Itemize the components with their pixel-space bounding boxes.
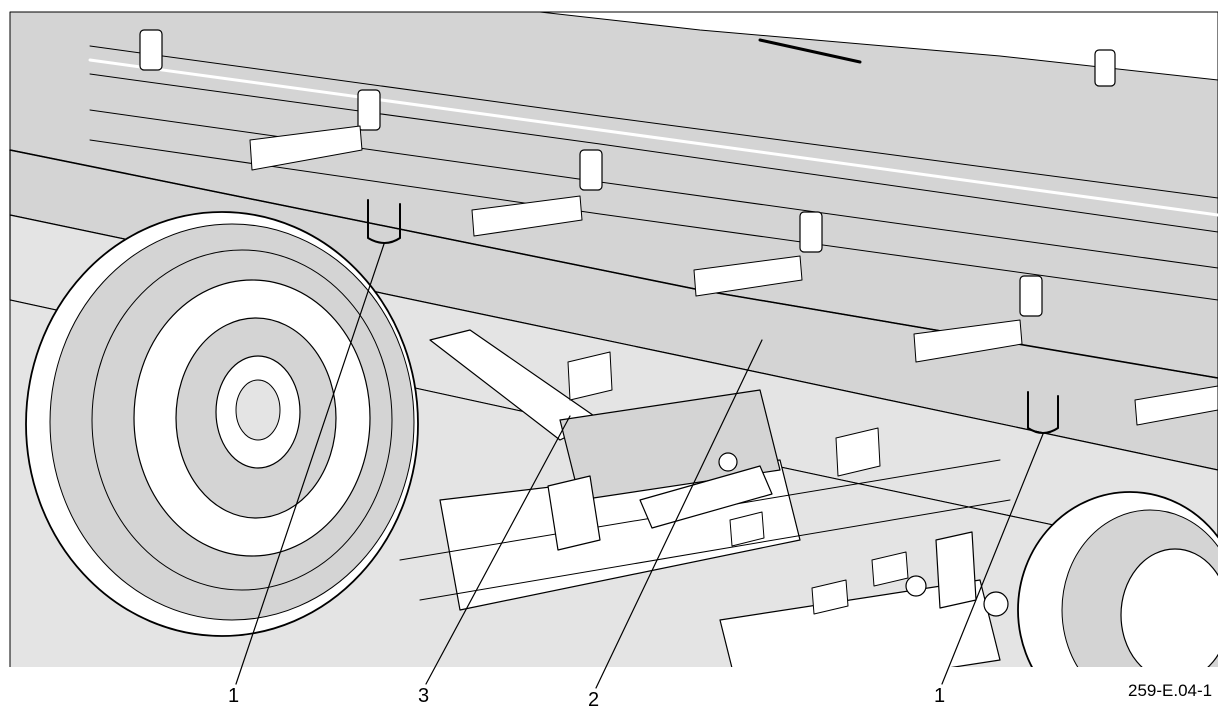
leader-line — [425, 415, 571, 685]
pivot-bolt — [718, 452, 738, 472]
caption-strip — [0, 667, 1218, 709]
left-wheel — [25, 211, 419, 637]
pivot-bolt — [905, 575, 927, 597]
sideboard-hinges — [139, 29, 1116, 317]
u-bracket — [367, 199, 401, 244]
hinge-bracket — [357, 89, 381, 131]
hinge-bracket — [799, 211, 823, 253]
leader-line — [941, 433, 1044, 685]
right-wheel — [1017, 491, 1218, 709]
figure-reference: 259-E.04-1 — [1128, 681, 1213, 700]
axle-linkage — [547, 452, 1009, 617]
hinge-bracket — [139, 29, 163, 71]
support-arms — [249, 125, 1218, 426]
leader-line — [595, 339, 763, 689]
callout-label-2: 2 — [588, 689, 600, 711]
u-bracket — [1027, 391, 1059, 434]
loading-body — [9, 11, 1218, 401]
pivot-bolt — [983, 591, 1009, 617]
hinge-bracket — [579, 149, 603, 191]
u-brackets — [367, 199, 1059, 434]
leader-lines — [235, 243, 1044, 689]
callout-label-3: 3 — [418, 685, 430, 707]
leader-line — [235, 243, 385, 685]
callout-label-1b: 1 — [934, 685, 946, 707]
hinge-bracket — [1094, 49, 1116, 87]
callout-label-1: 1 — [228, 685, 240, 707]
hinge-bracket — [1019, 275, 1043, 317]
mount-brackets — [567, 351, 909, 615]
